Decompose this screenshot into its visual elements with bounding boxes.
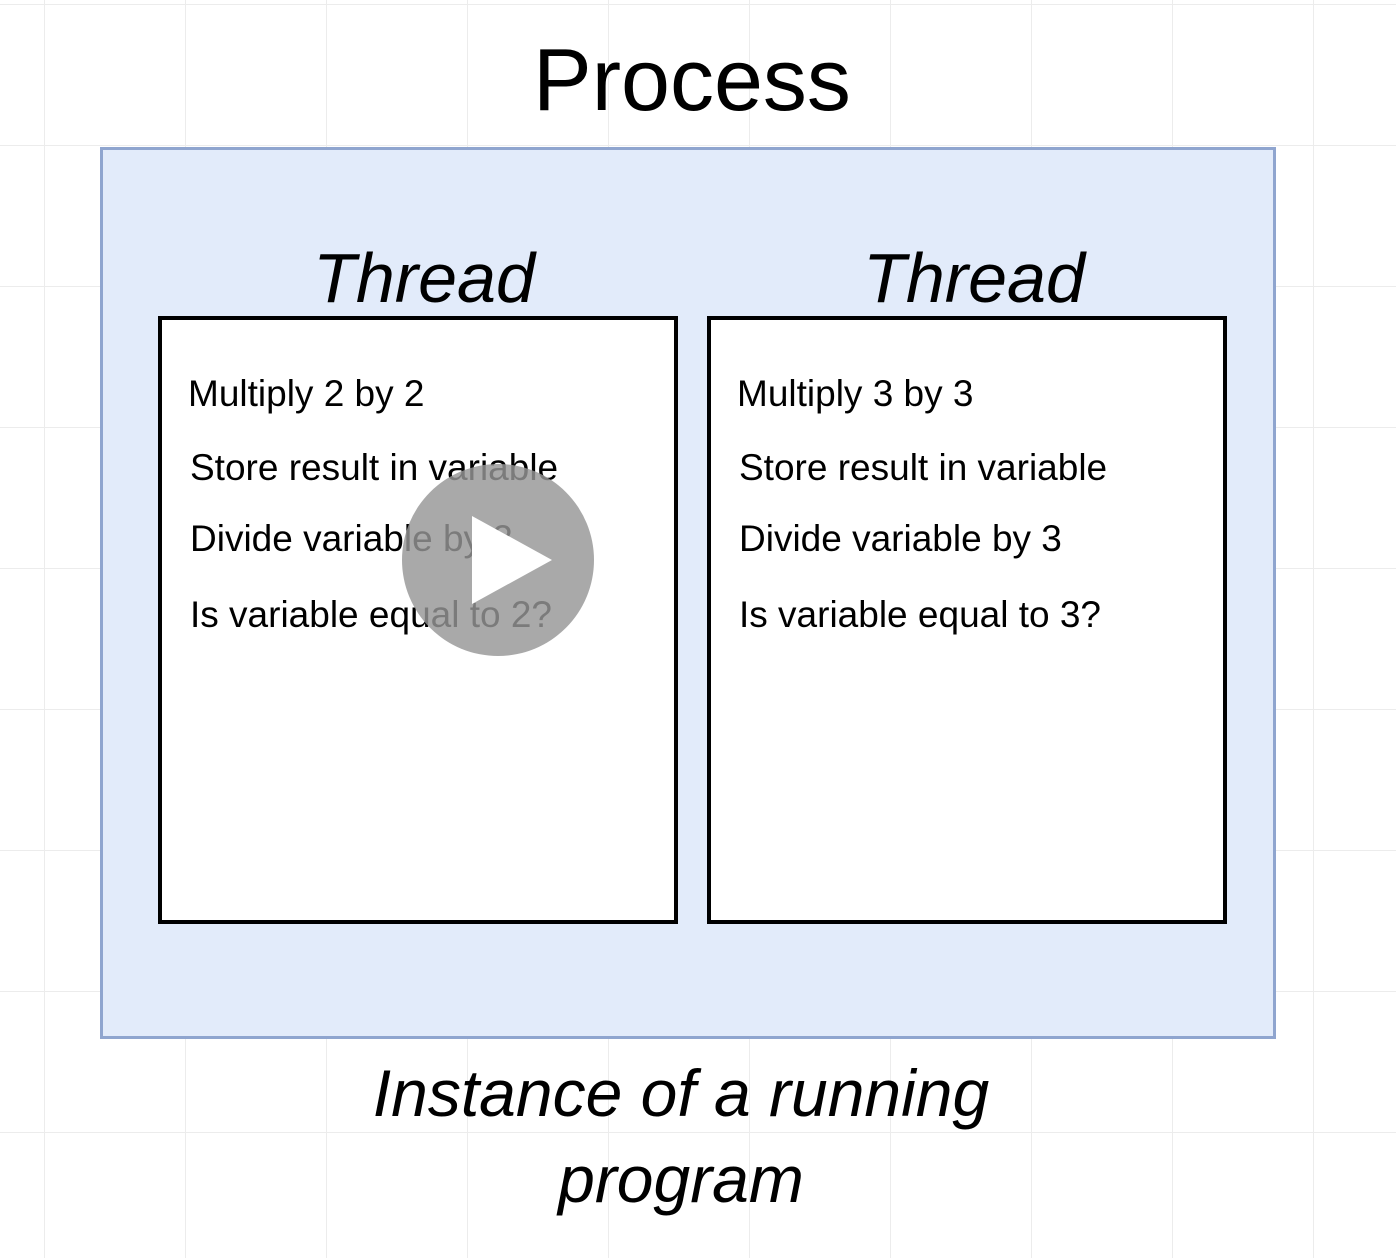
caption-line-1: Instance of a running [372, 1056, 990, 1130]
thread-2-step-4: Is variable equal to 3? [739, 594, 1102, 635]
thread-title-1: Thread [313, 239, 535, 317]
thread-title-2: Thread [863, 239, 1085, 317]
caption-line-2: program [558, 1142, 804, 1216]
thread-box-2: Multiply 3 by 3 Store result in variable… [707, 316, 1227, 924]
thread-2-step-3: Divide variable by 3 [739, 518, 1062, 559]
thread-2-step-1: Multiply 3 by 3 [737, 373, 974, 414]
play-button[interactable] [402, 464, 594, 656]
thread-1-step-1: Multiply 2 by 2 [188, 373, 425, 414]
process-caption: Instance of a running program [0, 1050, 1362, 1222]
play-icon [472, 516, 552, 604]
thread-2-step-2: Store result in variable [739, 447, 1108, 488]
process-title: Process [533, 30, 851, 129]
thread-box-1: Multiply 2 by 2 Store result in variable… [158, 316, 678, 924]
